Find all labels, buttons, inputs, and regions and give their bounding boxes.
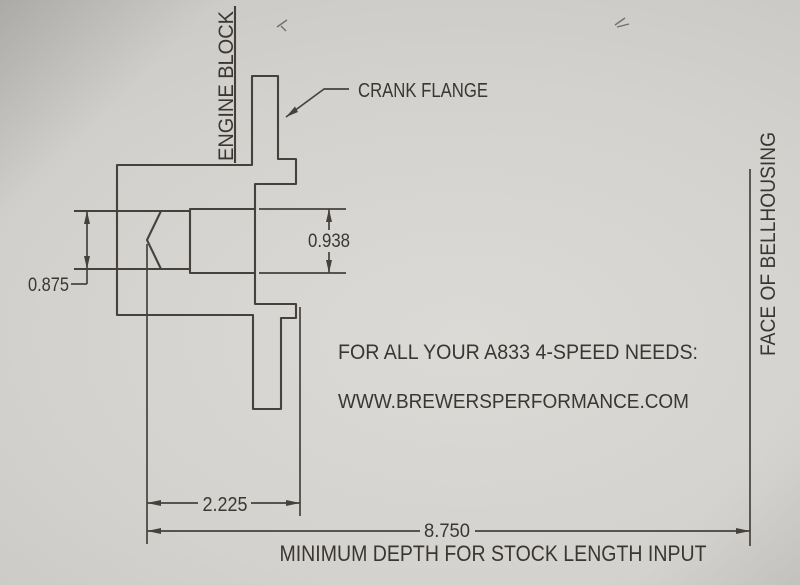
speck-mark [276,19,288,32]
drill-point-chamfer [145,210,162,270]
arrowhead-right [736,528,750,534]
arrowhead-up [326,209,332,222]
arrowhead-right [286,500,300,506]
dimension-pilot-bore-diameter: 0.875 [28,211,90,296]
paper-specks [276,17,630,32]
engine-block-label: ENGINE BLOCK [215,11,238,161]
arrowhead-down [84,256,90,269]
crank-flange-outline [115,74,298,411]
pilot-counterbore [188,207,257,275]
arrowhead-left [147,528,161,534]
min-depth-note: MINIMUM DEPTH FOR STOCK LENGTH INPUT [280,541,707,566]
crank-flange-label: CRANK FLANGE [358,80,488,102]
arrowhead-down [326,260,332,273]
arrowhead-up [84,211,90,224]
dim-value-0938: 0.938 [308,231,350,252]
crank-section [74,74,298,411]
dim-value-0875: 0.875 [28,275,69,296]
promo-line-2: WWW.BREWERSPERFORMANCE.COM [338,391,689,413]
promo-text: FOR ALL YOUR A833 4-SPEED NEEDS: WWW.BRE… [338,341,698,413]
engine-block-face: ENGINE BLOCK [215,6,238,163]
dimension-counterbore-diameter: 0.938 [259,208,350,274]
dimension-overall-depth: 8.750 [147,521,750,542]
dim-value-8750: 8.750 [424,521,470,542]
speck-mark [614,17,630,28]
bellhousing-face: FACE OF BELLHOUSING [749,132,780,546]
crank-flange-callout: CRANK FLANGE [285,80,488,118]
arrowhead-left [147,500,161,506]
dim-value-2225: 2.225 [203,494,248,516]
dimension-pilot-depth: 2.225 [146,244,301,544]
crank-flange-leader-arrowhead [286,106,298,117]
promo-line-1: FOR ALL YOUR A833 4-SPEED NEEDS: [338,341,698,364]
crank-flange-leader-line [285,88,349,118]
bellhousing-face-label: FACE OF BELLHOUSING [757,132,780,356]
